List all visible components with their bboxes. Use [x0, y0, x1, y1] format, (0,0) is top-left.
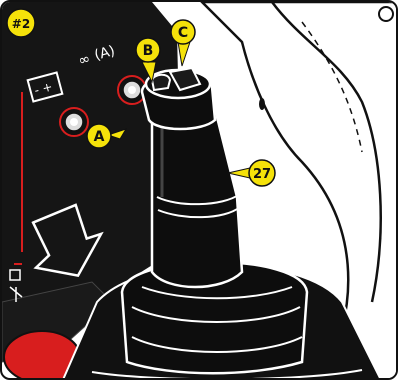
callout-b-label: B: [143, 43, 154, 59]
callout-27-label: 27: [253, 167, 271, 182]
body-hole: [259, 98, 265, 110]
callout-c-arrow: [178, 42, 190, 66]
joystick-shaft[interactable]: [152, 102, 242, 287]
figure-ref-label: #2: [12, 17, 30, 31]
body-bolt: [379, 7, 393, 21]
callout-a-label: A: [94, 129, 105, 145]
callout-c-label: C: [178, 25, 188, 41]
joystick-trigger-b[interactable]: [152, 75, 170, 90]
toggle-switch-a[interactable]: [60, 108, 88, 136]
